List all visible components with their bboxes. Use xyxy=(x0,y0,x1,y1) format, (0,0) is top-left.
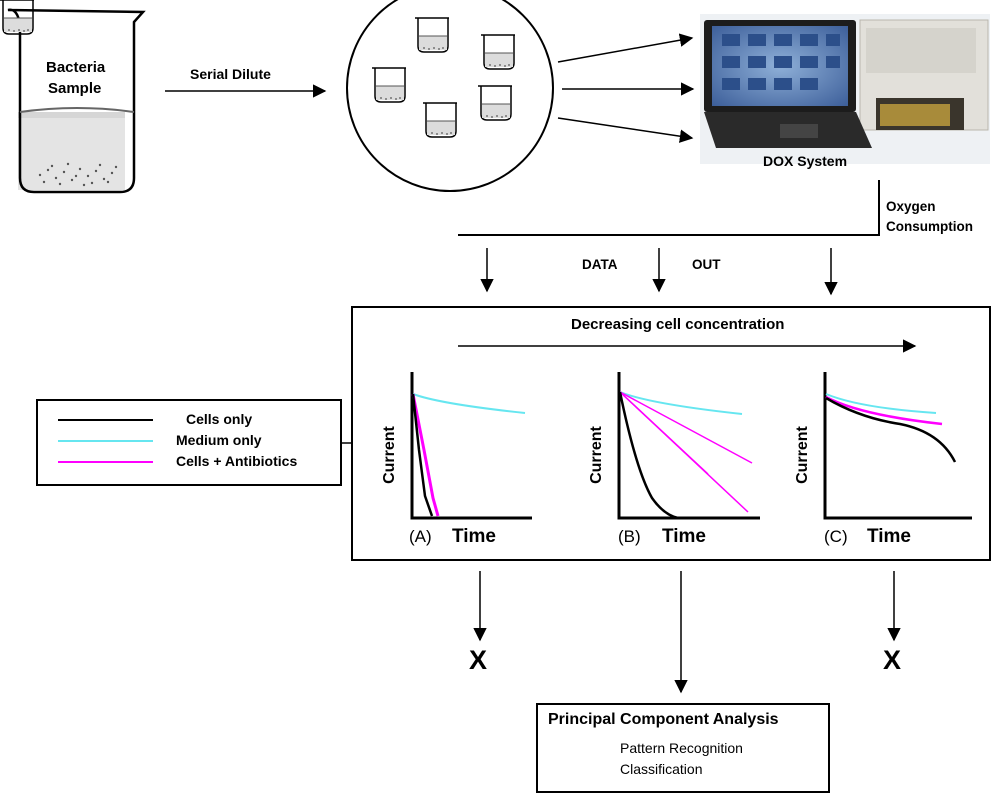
oxygen-connector-line xyxy=(458,180,880,236)
data-label: DATA xyxy=(582,257,618,272)
plot-a-antibiotics-curve xyxy=(411,393,440,517)
oxygen-label-line1: Oxygen xyxy=(886,199,936,214)
plot-a xyxy=(410,372,532,520)
mini-beaker xyxy=(0,0,34,35)
plot-b-ylabel: Current xyxy=(587,426,605,484)
plot-b-antibiotics-curve-1 xyxy=(619,391,753,464)
plot-b-letter: (B) xyxy=(618,527,641,546)
plot-b-antibiotics-curve-3 xyxy=(619,391,749,513)
arrow-to-dox-1 xyxy=(557,33,694,63)
plot-a-xlabel: Time xyxy=(452,526,497,547)
plot-c-cells-curve xyxy=(825,396,957,463)
plot-c-ylabel: Current xyxy=(793,426,811,484)
plot-b-xlabel: Time xyxy=(662,526,707,547)
plot-b xyxy=(617,372,760,520)
plot-b-axes xyxy=(617,372,760,520)
plot-b-cells-curve xyxy=(618,391,679,520)
plot-b-medium-curve xyxy=(619,391,743,415)
plot-c-medium-curve xyxy=(825,393,937,414)
bacteria-sample-beaker xyxy=(7,8,146,194)
decreasing-concentration-label: Decreasing cell concentration xyxy=(571,316,785,333)
oxygen-label-line2: Consumption xyxy=(886,219,973,234)
plot-a-cells-curve xyxy=(411,393,434,517)
out-label: OUT xyxy=(692,257,721,272)
dox-system-label: DOX System xyxy=(763,153,848,169)
legend-label-cells-antibiotics: Cells + Antibiotics xyxy=(176,453,298,469)
sample-label-line2: Sample xyxy=(48,80,102,97)
pca-line-pattern-recognition: Pattern Recognition xyxy=(620,740,743,756)
pca-title: Principal Component Analysis xyxy=(548,711,779,728)
legend-label-cells-only: Cells only xyxy=(186,411,253,427)
plot-a-axes xyxy=(410,372,532,520)
plot-a-medium-curve xyxy=(412,393,526,414)
pca-line-classification: Classification xyxy=(620,761,703,777)
reject-mark-c: X xyxy=(883,645,902,675)
pca-box xyxy=(536,703,830,793)
dox-system-photo xyxy=(700,14,990,164)
results-panel xyxy=(351,306,991,561)
plot-c-axes xyxy=(823,372,972,520)
serial-dilute-label: Serial Dilute xyxy=(190,66,271,82)
plot-c-antibiotics-curve xyxy=(825,395,943,426)
plot-c xyxy=(823,372,972,520)
plot-a-letter: (A) xyxy=(409,527,432,546)
plot-c-xlabel: Time xyxy=(867,526,912,547)
arrow-to-dox-3 xyxy=(557,117,694,143)
dilution-circle xyxy=(0,0,554,192)
reject-mark-a: X xyxy=(469,645,488,675)
sample-label-line1: Bacteria xyxy=(46,59,106,76)
plot-a-ylabel: Current xyxy=(380,426,398,484)
legend-label-medium-only: Medium only xyxy=(176,432,262,448)
plot-c-letter: (C) xyxy=(824,527,848,546)
